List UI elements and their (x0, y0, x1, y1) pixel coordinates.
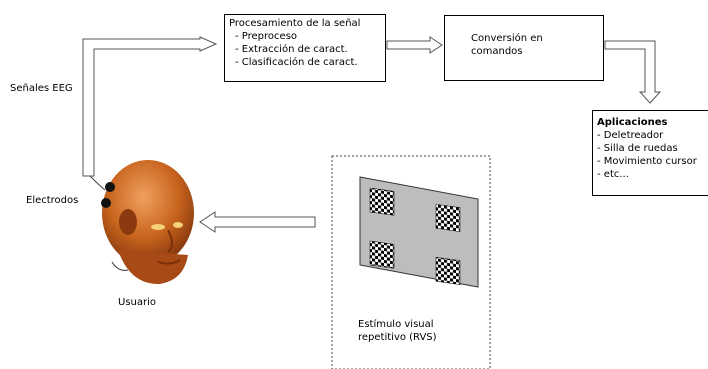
stimulus-caption: Estímulo visual repetitivo (RVS) (358, 318, 437, 344)
application-item-etc: - etc... (597, 169, 629, 180)
arrow-stimulus-to-user (199, 211, 316, 233)
application-item-wheelchair: - Silla de ruedas (597, 143, 678, 154)
applications-title: Aplicaciones (597, 117, 668, 128)
stimulus-checkerboard-top-right (435, 203, 461, 232)
command-conversion-box: Conversión en comandos (444, 15, 604, 81)
signal-processing-box: Procesamiento de la señal - Preproceso -… (224, 14, 386, 82)
stimulus-frame (331, 155, 491, 369)
eeg-signals-label: Señales EEG (10, 83, 73, 94)
applications-box: Aplicaciones - Deletreador - Silla de ru… (592, 110, 708, 196)
stimulus-caption-line-1: Estímulo visual (358, 319, 434, 330)
stimulus-checkerboard-bottom-left (369, 240, 395, 269)
stimulus-checkerboard-top-left (369, 187, 395, 216)
arrow-conversion-to-applications (604, 40, 662, 104)
stimulus-caption-line-2: repetitivo (RVS) (358, 332, 437, 343)
electrode-top (105, 182, 115, 192)
stimulus-checkerboard-bottom-right (435, 256, 461, 285)
user-head-icon (102, 160, 194, 285)
eeg-signal-connector (82, 36, 218, 177)
processing-title: Procesamiento de la señal (229, 18, 361, 29)
user-label: Usuario (118, 297, 157, 308)
application-item-speller: - Deletreador (597, 130, 664, 141)
application-item-cursor: - Movimiento cursor (597, 156, 697, 167)
arrow-processing-to-conversion (386, 36, 443, 54)
electrode-bottom (101, 198, 111, 208)
processing-item-feature-extraction: - Extracción de caract. (235, 44, 348, 55)
conversion-line-2: comandos (471, 46, 523, 57)
processing-item-feature-classification: - Clasificación de caract. (235, 57, 358, 68)
electrode-wire (89, 175, 106, 191)
conversion-line-1: Conversión en (471, 33, 543, 44)
electrodes-label: Electrodos (26, 195, 79, 206)
processing-item-preprocess: - Preproceso (235, 31, 298, 42)
